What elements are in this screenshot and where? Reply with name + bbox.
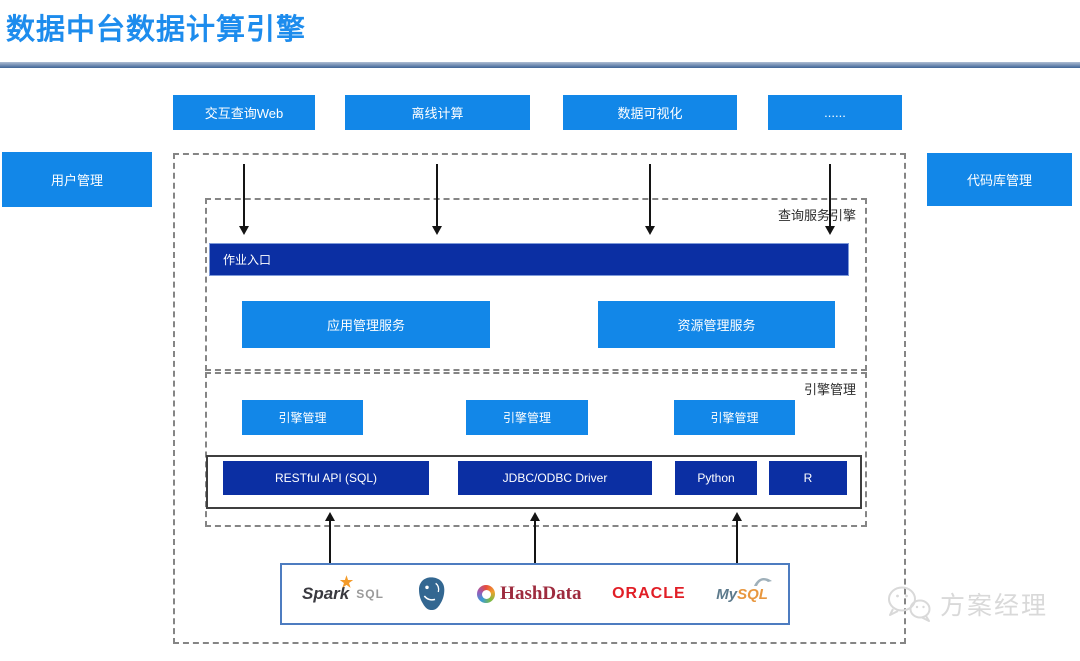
hashdata-logo: HashData <box>477 583 581 605</box>
engine-management-label: 引擎管理 <box>803 382 856 397</box>
app-box-label: 离线计算 <box>411 106 464 121</box>
postgresql-elephant-icon <box>418 577 444 611</box>
mysql-dolphin-icon <box>753 577 772 586</box>
engine-manager-label: 引擎管理 <box>502 411 551 425</box>
engine-manager-box: 引擎管理 <box>242 400 363 435</box>
wechat-icon <box>888 586 931 622</box>
spark-sql-logo: Spark ★ SQL <box>302 574 384 604</box>
engine-management-zone: 引擎管理 <box>205 372 867 527</box>
side-box-label: 用户管理 <box>50 173 103 188</box>
service-label: 应用管理服务 <box>326 318 405 333</box>
engine-manager-label: 引擎管理 <box>710 411 759 425</box>
engine-manager-box: 引擎管理 <box>674 400 795 435</box>
mysql-my-text: My <box>716 585 738 603</box>
arrow-down-icon <box>645 164 655 235</box>
oracle-text: ORACLE <box>612 585 686 602</box>
app-box-label: ...... <box>824 105 846 120</box>
title-divider <box>0 62 1080 68</box>
query-service-engine-zone: 查询服务引擎 <box>205 198 867 371</box>
api-box-jdbc-odbc: JDBC/ODBC Driver <box>458 461 652 495</box>
api-box-r: R <box>769 461 847 495</box>
app-box-label: 交互查询Web <box>204 106 284 121</box>
resource-management-service-box: 资源管理服务 <box>598 301 835 348</box>
spark-logo-text: Spark <box>302 584 350 603</box>
service-label: 资源管理服务 <box>677 318 756 333</box>
app-box-offline-compute: 离线计算 <box>345 95 530 130</box>
watermark-text: 方案经理 <box>940 592 1049 620</box>
app-box-label: 数据可视化 <box>617 106 683 121</box>
query-service-engine-label: 查询服务引擎 <box>777 208 856 223</box>
mysql-logo: MySQL <box>716 577 772 603</box>
side-box-user-management: 用户管理 <box>2 152 152 207</box>
oracle-logo: ORACLE <box>612 585 686 603</box>
side-box-label: 代码库管理 <box>966 173 1032 188</box>
watermark: 方案经理 <box>884 583 1048 625</box>
datasource-logo-strip: Spark ★ SQL HashData ORACLE <box>280 563 790 625</box>
app-box-interactive-query-web: 交互查询Web <box>173 95 315 130</box>
api-label: Python <box>697 471 735 485</box>
spark-star-icon: ★ <box>339 574 354 591</box>
spark-sql-text: SQL <box>356 587 384 601</box>
arrow-up-icon <box>732 512 742 563</box>
arrow-up-icon <box>325 512 335 563</box>
api-label: JDBC/ODBC Driver <box>502 471 608 485</box>
arrow-up-icon <box>530 512 540 563</box>
arrow-down-icon <box>432 164 442 235</box>
app-box-data-visualization: 数据可视化 <box>563 95 737 130</box>
app-box-more: ...... <box>768 95 902 130</box>
hashdata-ring-icon <box>477 585 496 603</box>
hashdata-text: HashData <box>500 583 582 604</box>
app-management-service-box: 应用管理服务 <box>242 301 490 348</box>
api-box-python: Python <box>675 461 757 495</box>
job-entry-bar: 作业入口 <box>209 243 849 276</box>
job-entry-label: 作业入口 <box>223 253 272 267</box>
page-title: 数据中台数据计算引擎 <box>6 14 307 46</box>
arrow-down-icon <box>239 164 249 235</box>
mysql-sql-text: SQL <box>737 585 768 603</box>
api-label: RESTful API (SQL) <box>274 471 378 485</box>
side-box-code-repo-management: 代码库管理 <box>927 153 1072 206</box>
engine-manager-box: 引擎管理 <box>466 400 588 435</box>
platform-outer-container <box>173 153 906 644</box>
arrow-down-icon <box>825 164 835 235</box>
api-label: R <box>803 471 813 485</box>
engine-manager-label: 引擎管理 <box>278 411 327 425</box>
api-box-restful: RESTful API (SQL) <box>223 461 429 495</box>
postgresql-logo <box>415 576 447 612</box>
